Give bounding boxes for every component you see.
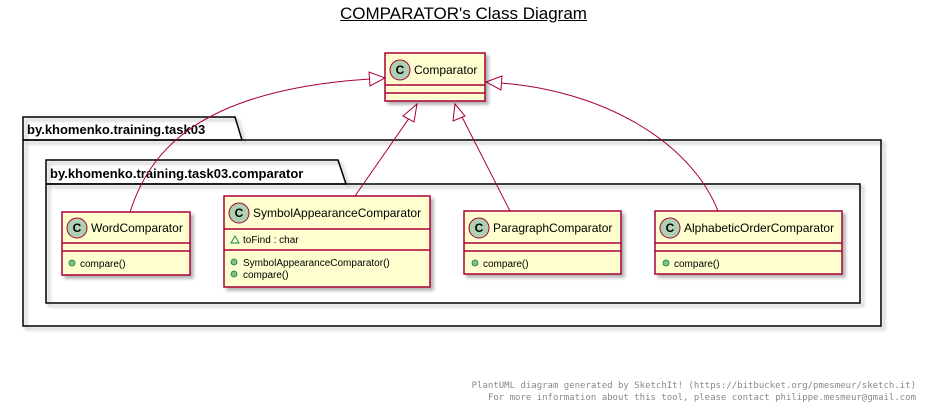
class-stereotype-icon xyxy=(228,202,250,224)
method: compare() xyxy=(80,259,126,270)
public-method-icon xyxy=(230,258,238,266)
class-stereotype-icon xyxy=(468,217,490,239)
field: toFind : char xyxy=(243,235,299,246)
edge-alphabetic-to-comparator xyxy=(499,82,719,212)
footer-generated-by: PlantUML diagram generated by SketchIt! … xyxy=(472,381,916,391)
public-method-icon xyxy=(230,270,238,278)
stereotype-letter: C xyxy=(73,221,82,235)
edge-symbol-to-comparator xyxy=(354,113,413,197)
stereotype-letter: C xyxy=(475,221,484,235)
class-alphabetic-order-comparator[interactable]: C AlphabeticOrderComparator compare() xyxy=(654,210,843,275)
package-outer-label: by.khomenko.training.task03 xyxy=(27,122,205,137)
stereotype-letter: C xyxy=(666,221,675,235)
arrowhead-alphabetic xyxy=(484,75,503,91)
package-private-field-icon xyxy=(230,235,240,244)
class-stereotype-icon xyxy=(389,59,411,81)
class-name: Comparator xyxy=(414,63,477,77)
method: SymbolAppearanceComparator() xyxy=(243,258,390,269)
class-name: SymbolAppearanceComparator xyxy=(253,206,421,220)
class-name: ParagraphComparator xyxy=(493,221,612,235)
arrowhead-word xyxy=(368,71,387,87)
public-method-icon xyxy=(662,259,670,267)
diagram-title: COMPARATOR's Class Diagram xyxy=(340,4,587,23)
package-inner-label: by.khomenko.training.task03.comparator xyxy=(50,166,303,181)
class-stereotype-icon xyxy=(66,217,88,239)
stereotype-letter: C xyxy=(396,63,405,77)
arrowhead-symbol xyxy=(402,102,418,123)
footer-contact: For more information about this tool, pl… xyxy=(488,393,916,403)
class-word-comparator[interactable]: C WordComparator compare() xyxy=(61,211,191,276)
arrowhead-paragraph xyxy=(452,102,466,122)
package-inner: by.khomenko.training.task03.comparator xyxy=(45,159,861,304)
method: compare() xyxy=(674,259,720,270)
inheritance-arrowheads xyxy=(368,71,503,123)
edge-paragraph-to-comparator xyxy=(460,114,511,212)
inheritance-edges xyxy=(129,78,719,213)
method: compare() xyxy=(483,259,529,270)
edge-word-to-comparator xyxy=(129,78,371,213)
method: compare() xyxy=(243,270,289,281)
class-name: WordComparator xyxy=(91,221,183,235)
stereotype-letter: C xyxy=(235,206,244,220)
class-name: AlphabeticOrderComparator xyxy=(684,221,834,235)
public-method-icon xyxy=(471,259,479,267)
class-comparator[interactable]: C Comparator xyxy=(384,52,486,102)
public-method-icon xyxy=(68,259,76,267)
class-symbol-appearance-comparator[interactable]: C SymbolAppearanceComparator toFind : ch… xyxy=(223,195,431,288)
class-stereotype-icon xyxy=(659,217,681,239)
class-paragraph-comparator[interactable]: C ParagraphComparator compare() xyxy=(463,210,622,275)
package-outer: by.khomenko.training.task03 xyxy=(22,116,882,327)
